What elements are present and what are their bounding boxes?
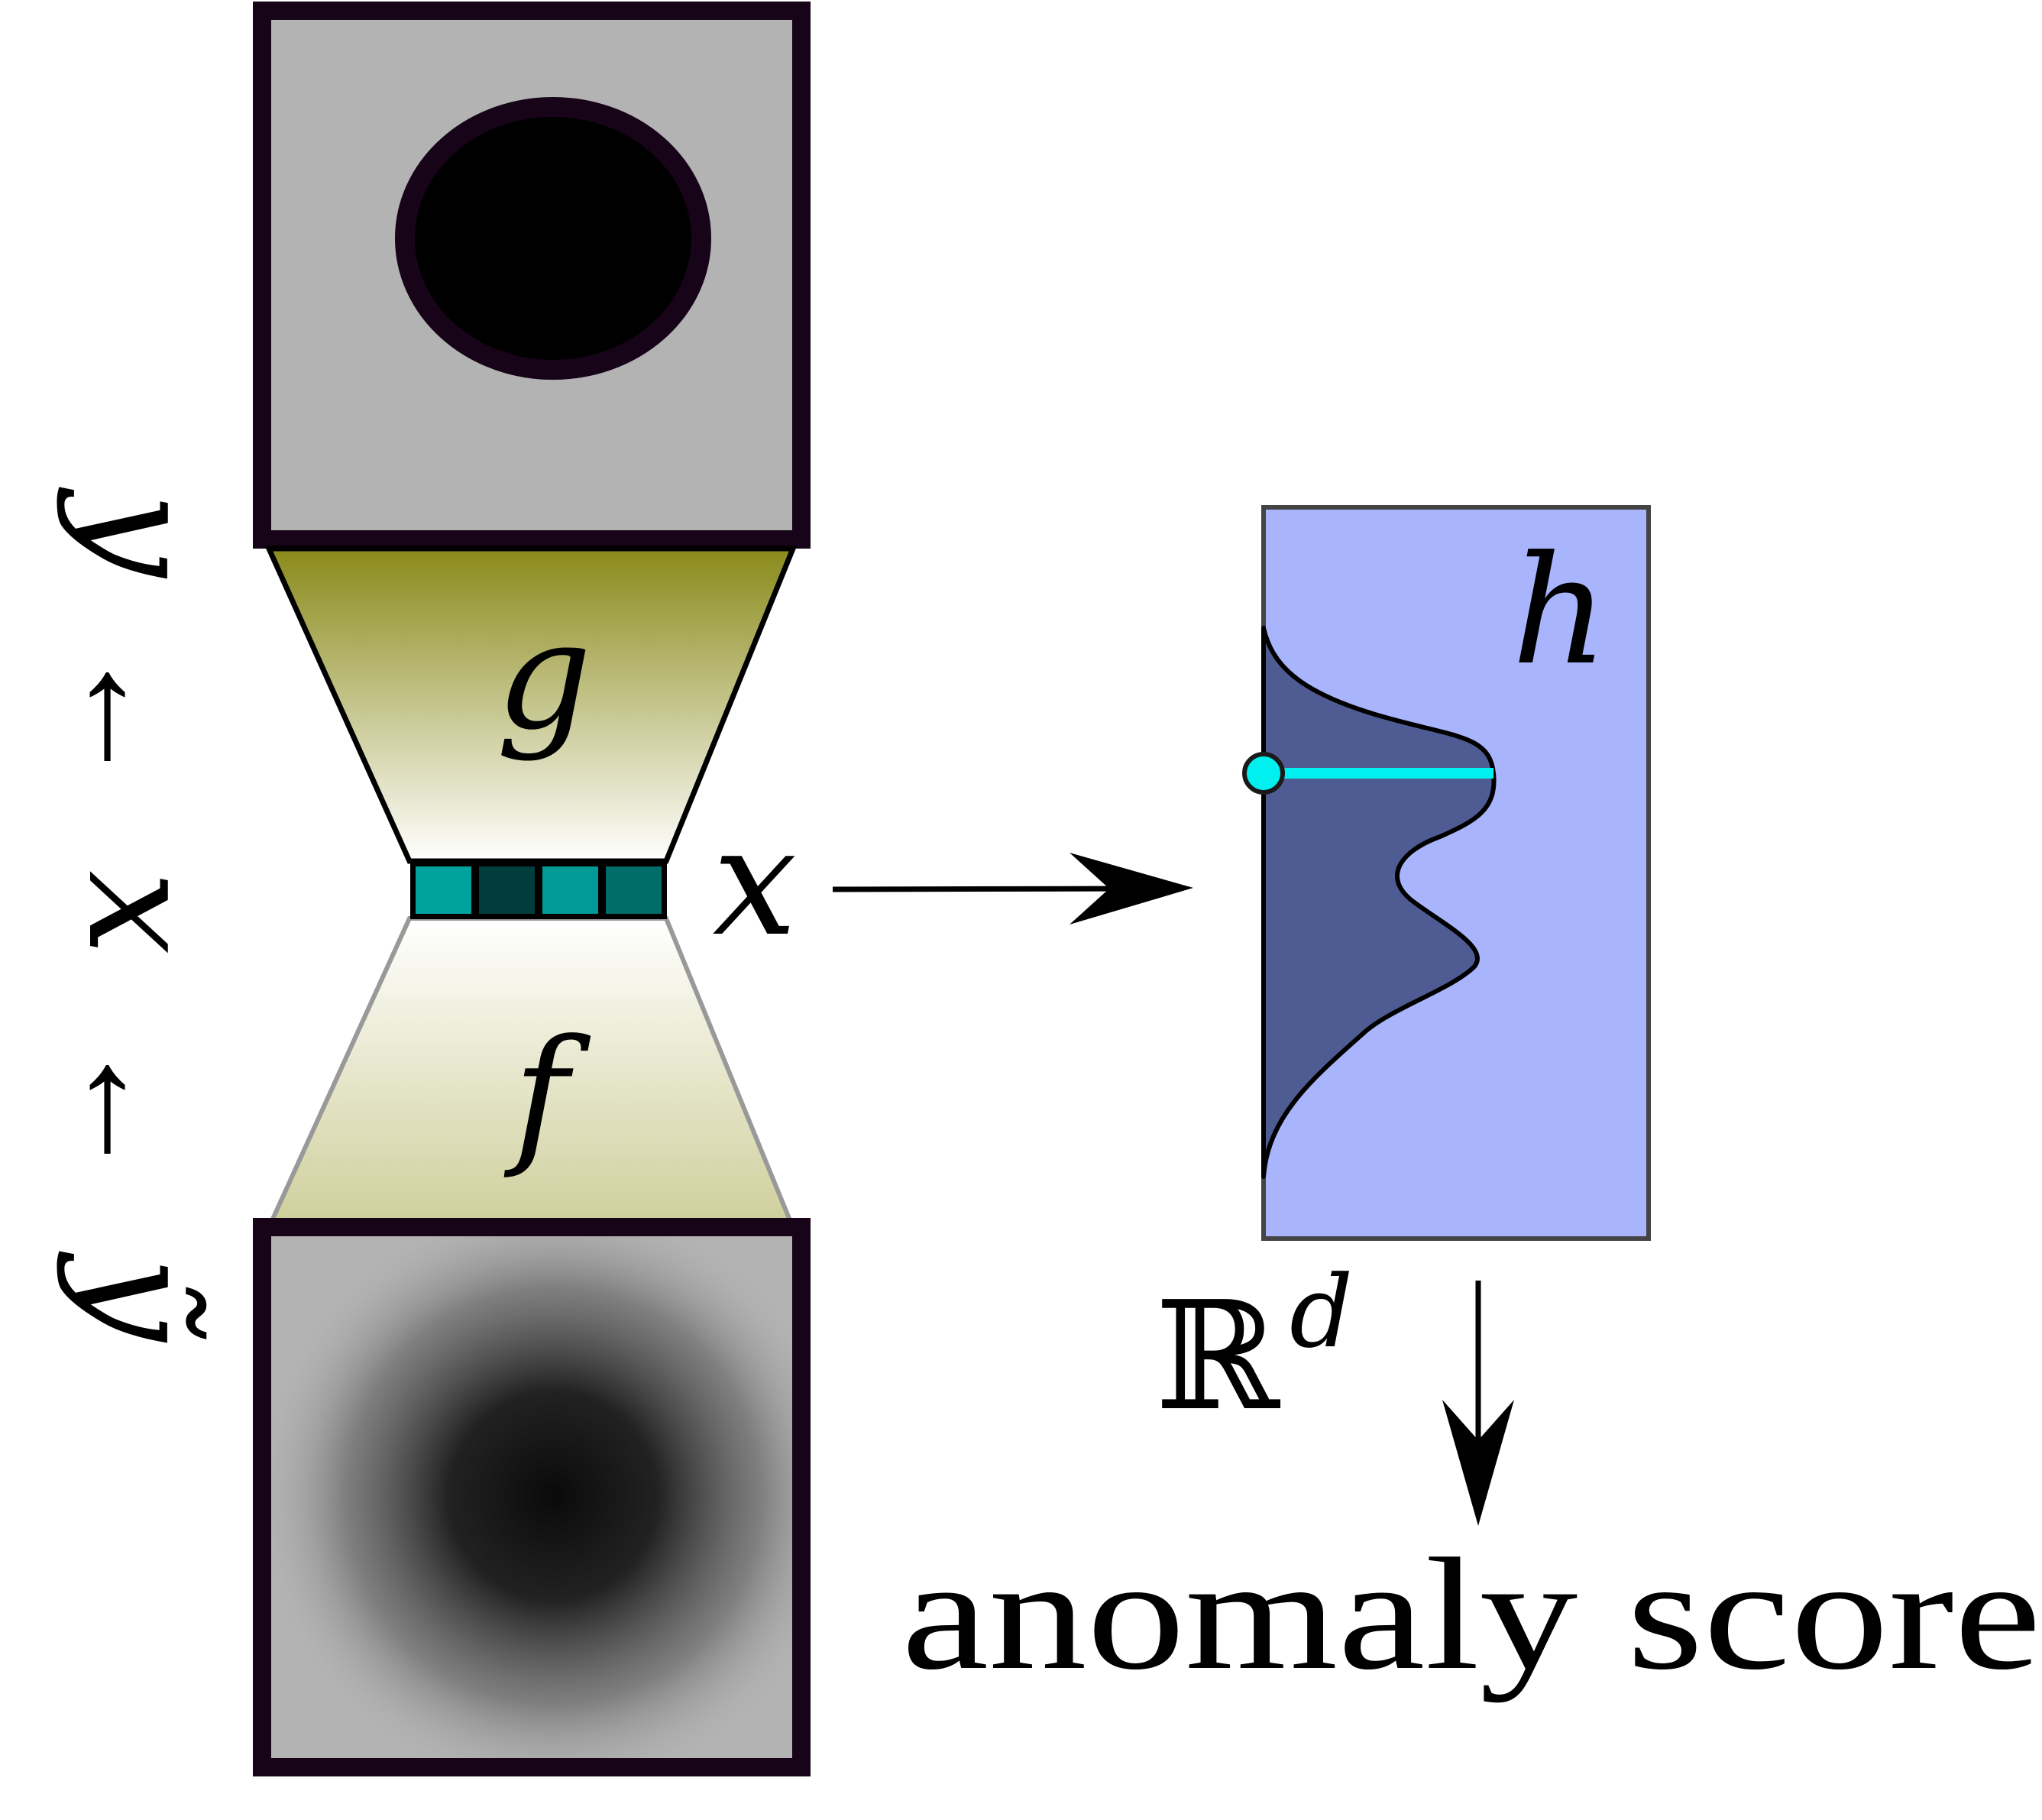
side-arrow-top: ← (50, 642, 215, 792)
blurred-disc (267, 1232, 797, 1763)
density-to-score-arrow (1442, 1281, 1514, 1526)
decoder-label: g (496, 589, 591, 763)
space-label-exponent: d (1290, 1254, 1353, 1370)
input-image-frame (253, 1218, 811, 1776)
sharp-disc (395, 97, 711, 380)
side-input-symbol: ỹ (54, 1251, 228, 1343)
side-output-symbol: y (54, 487, 228, 579)
latent-cell (542, 866, 598, 914)
latent-vector (410, 861, 667, 919)
space-label-base: ℝ (1155, 1275, 1280, 1441)
side-pipeline-label: y ← x ← ỹ (50, 487, 228, 1343)
latent-point-marker (1242, 752, 1285, 795)
latent-cell (479, 866, 535, 914)
side-latent-symbol: x (54, 871, 228, 956)
density-label: h (1512, 524, 1608, 698)
side-arrow-bottom: ← (50, 1035, 215, 1184)
output-image (253, 2, 811, 549)
anomaly-score-label: anomaly score (901, 1526, 2041, 1703)
latent-to-density-arrow (832, 853, 1193, 925)
input-image (253, 1218, 811, 1776)
latent-label: x (713, 795, 798, 970)
density-curve (1261, 626, 1497, 1179)
latent-cell (416, 866, 471, 914)
density-panel (1242, 505, 1651, 1241)
latent-cell (606, 866, 662, 914)
